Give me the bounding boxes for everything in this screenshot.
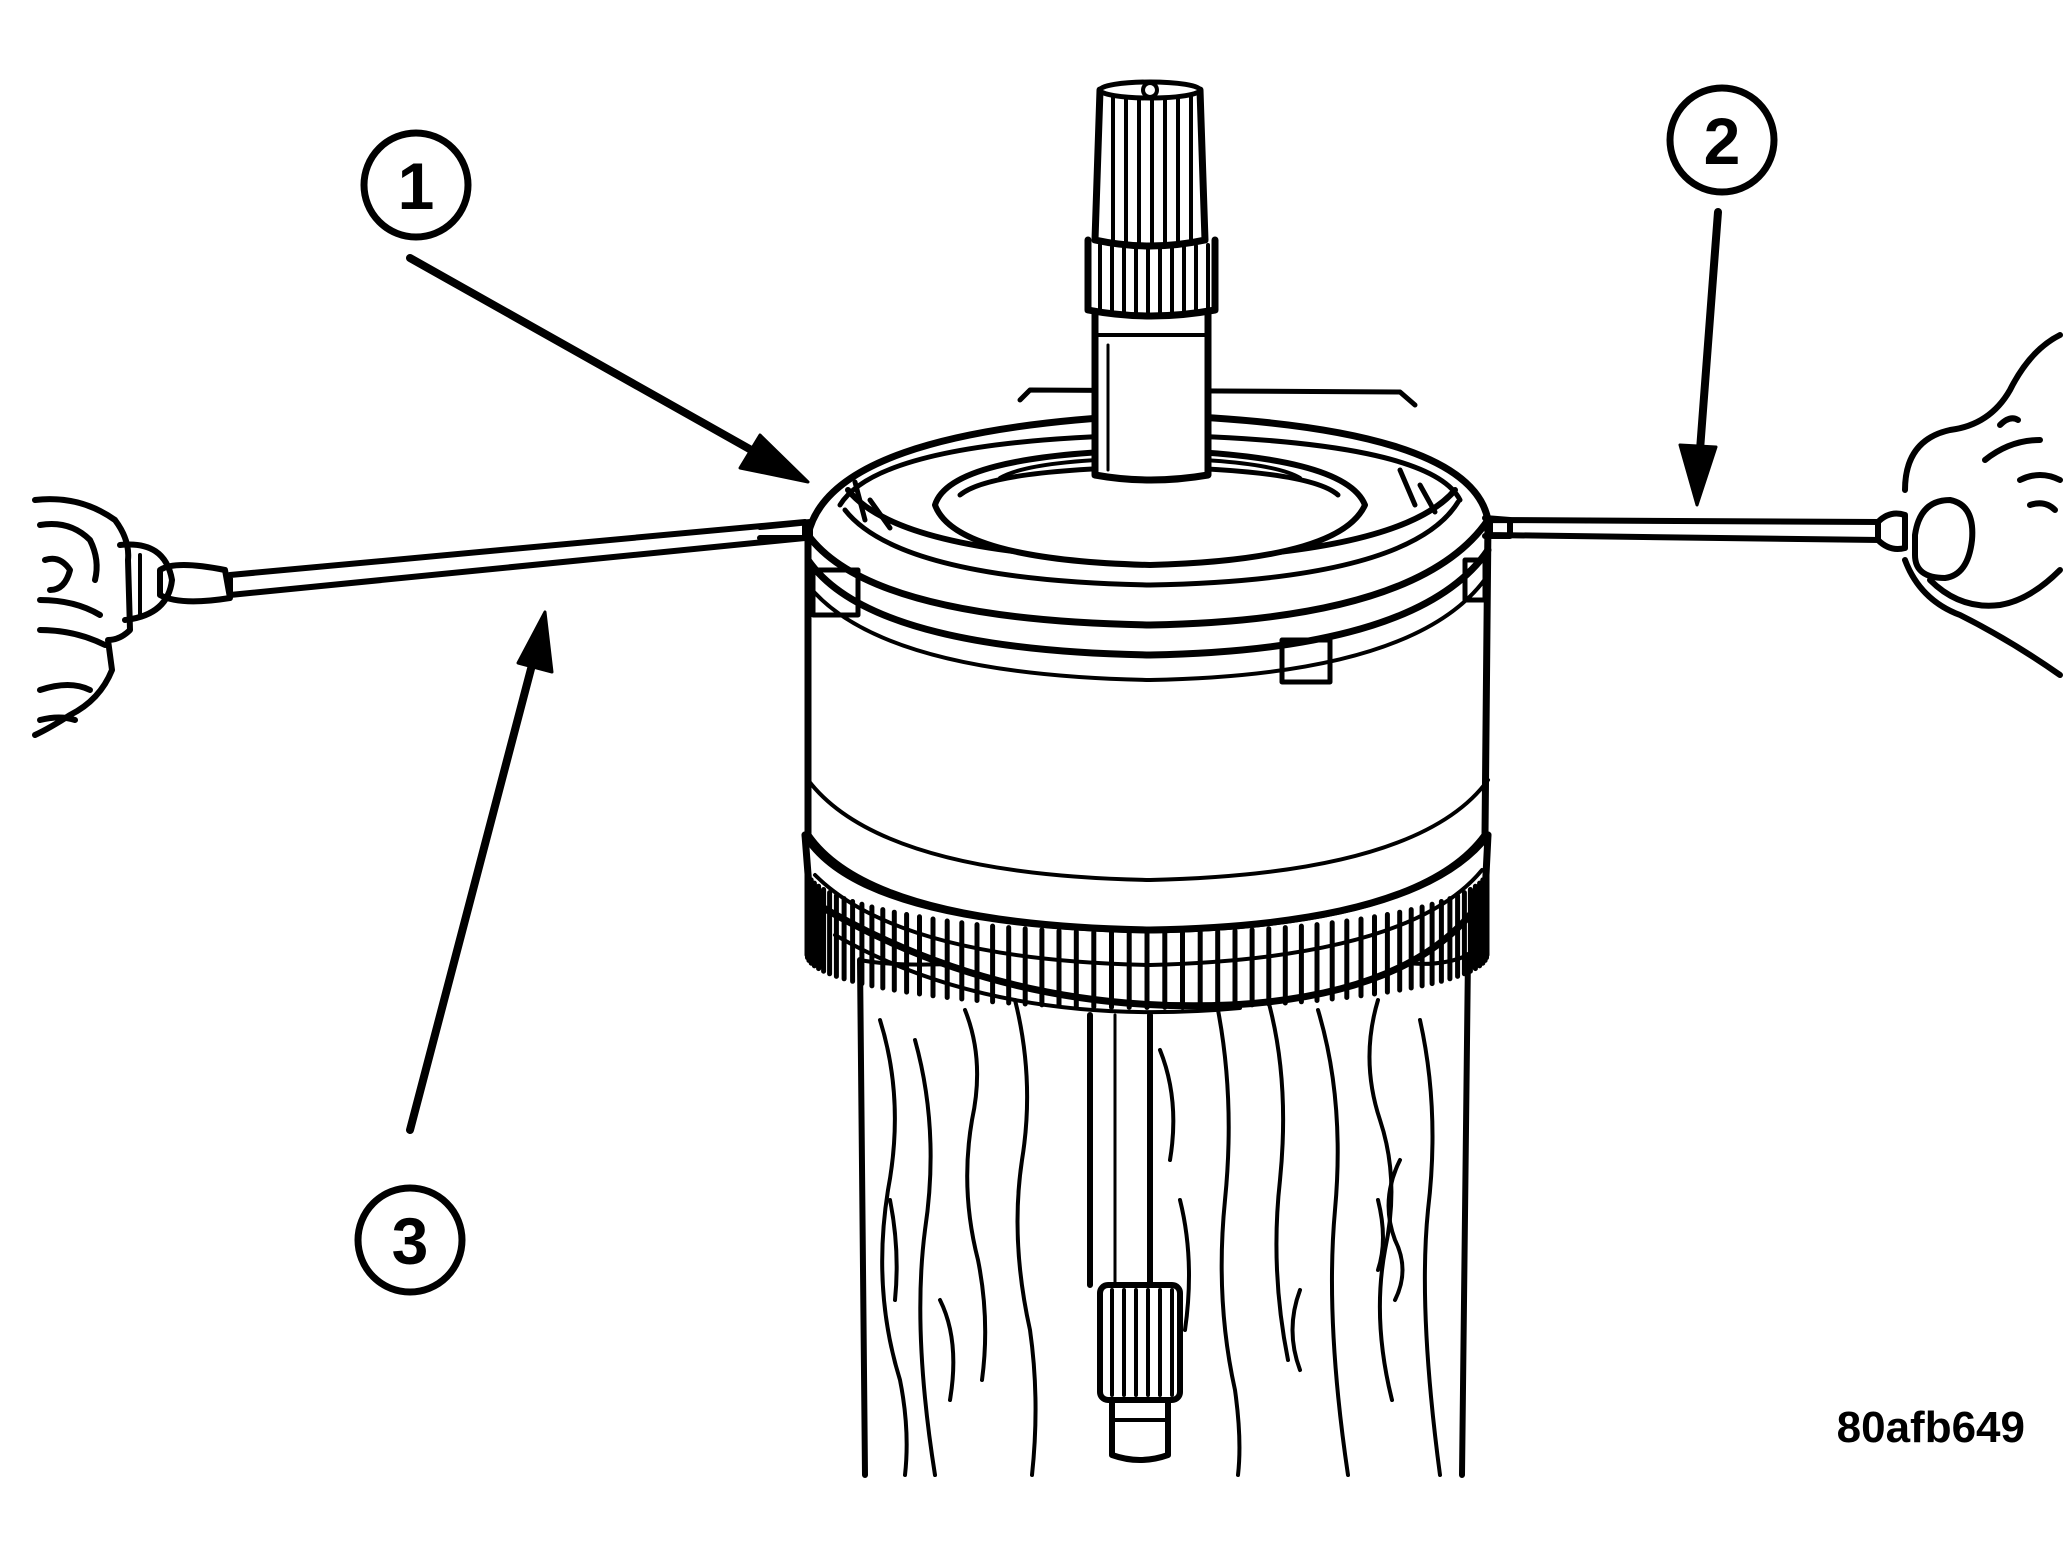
right-hand [1902,332,2063,678]
figure-id: 80afb649 [1837,1403,2025,1452]
shaft-collar [1084,236,1219,320]
left-hand [32,496,133,738]
screwdriver-right [1482,510,1908,552]
lower-shaft [1087,1012,1171,1463]
input-shaft [1091,308,1212,484]
leader-arrow-1 [406,254,810,484]
callout-circle-1 [360,129,472,241]
callout-label-3: 3 [392,1204,429,1278]
lower-spline [1097,1282,1183,1403]
screwdriver-left [117,519,813,623]
callout-label-1: 1 [398,149,435,223]
callout-circle-2 [1666,84,1778,196]
shaft-spline-top [1091,79,1209,250]
clutch-drum [804,516,1492,934]
leader-arrow-3 [406,610,554,1134]
leader-arrow-2 [1678,208,1722,507]
callout-circle-3 [354,1184,466,1296]
callout-label-2: 2 [1704,104,1741,178]
